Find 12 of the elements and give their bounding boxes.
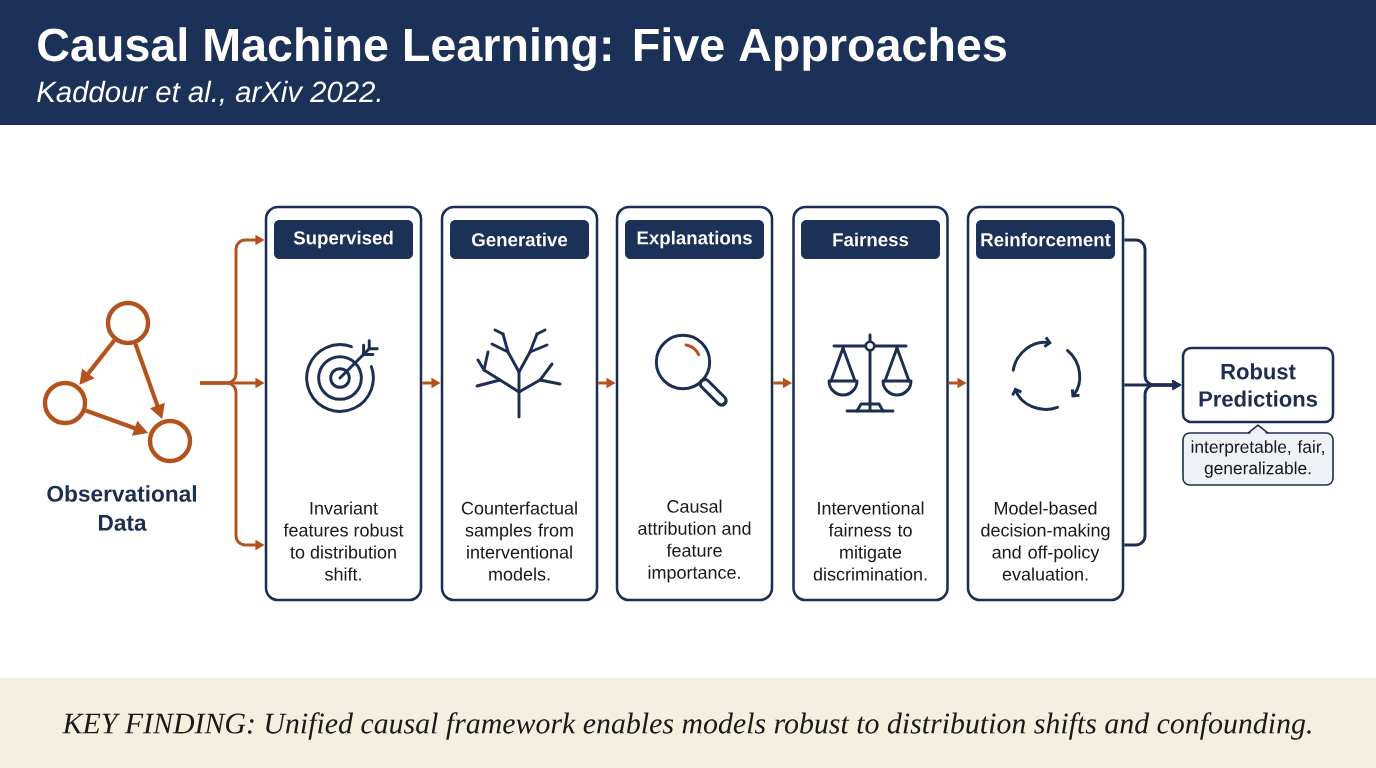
causal-graph-icon [42,300,193,464]
panel-header: Fairness [801,220,940,259]
panel-header: Generative [450,220,589,259]
caption: KEY FINDING: Unified causal framework enables models robust to distribution shifts and confounding. [62,712,1311,740]
graph-caption: Observational Data [47,485,196,531]
output-box: Robust Predictions [1181,346,1335,424]
callout-box: interpretable, fair, generalizable. [1182,424,1334,486]
panel-header: Supervised [274,220,413,259]
subtitle: Kaddour et al., arXiv 2022. [37,80,380,106]
panel-header: Reinforcement [976,220,1115,259]
panel-header: Explanations [625,220,764,259]
title: Causal Machine Learning: Five Approaches [38,27,1006,71]
